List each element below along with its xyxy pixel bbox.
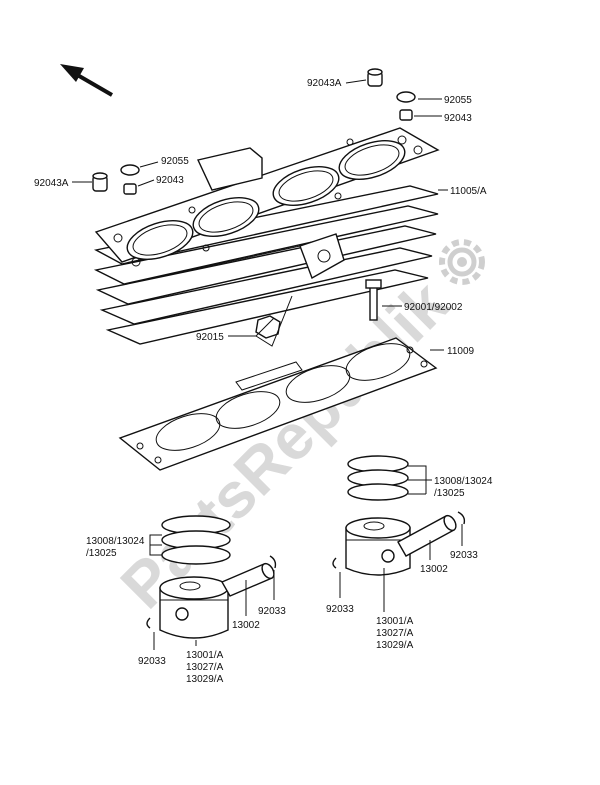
label-piston-right-3: 13029/A — [376, 640, 414, 651]
label-rings-left-2: /13025 — [86, 548, 117, 559]
label-92033-left-right: 92033 — [258, 606, 286, 617]
leader-lines — [72, 79, 463, 650]
label-piston-right-1: 13001/A — [376, 616, 414, 627]
label-11005A: 11005/A — [450, 186, 487, 197]
piston-right — [345, 517, 411, 576]
label-92033-right-left: 92033 — [326, 604, 354, 615]
label-92033-left-bottom: 92033 — [138, 656, 166, 667]
label-92043A-left: 92043A — [34, 178, 69, 189]
dowel-92043-top — [399, 109, 413, 121]
label-92033-right-top: 92033 — [450, 550, 478, 561]
circlip-right-b — [332, 557, 337, 569]
dowel-92043A-top — [367, 68, 383, 87]
circlip-left-a — [269, 555, 277, 569]
oring-92055-top — [396, 91, 416, 103]
piston-rings-right — [347, 455, 409, 501]
circlip-left-b — [146, 617, 151, 629]
label-92055-left: 92055 — [161, 156, 189, 167]
label-92015: 92015 — [196, 332, 224, 343]
piston-left — [159, 576, 229, 639]
bolt-92001 — [365, 279, 382, 321]
circlip-right-a — [457, 511, 466, 525]
label-92043-top: 92043 — [444, 113, 472, 124]
label-piston-left-2: 13027/A — [186, 662, 224, 673]
head-gasket-11009 — [118, 337, 438, 471]
nut-92015 — [255, 315, 281, 339]
label-rings-left-1: 13008/13024 — [86, 536, 145, 547]
arrow-up-left-icon — [60, 64, 114, 97]
label-92055-top: 92055 — [444, 95, 472, 106]
label-rings-right-2: /13025 — [434, 488, 465, 499]
label-13002-right: 13002 — [420, 564, 448, 575]
label-92001-92002: 92001/92002 — [404, 302, 463, 313]
label-rings-right-1: 13008/13024 — [434, 476, 493, 487]
label-piston-left-1: 13001/A — [186, 650, 224, 661]
gear-icon — [439, 239, 485, 285]
cylinder-block — [93, 127, 440, 345]
label-piston-left-3: 13029/A — [186, 674, 224, 685]
label-13002-left: 13002 — [232, 620, 260, 631]
oring-92055-left — [120, 164, 140, 176]
dowel-92043A-left — [92, 172, 108, 192]
label-11009: 11009 — [447, 346, 475, 357]
piston-pin-left — [221, 562, 275, 597]
piston-pin-right — [397, 514, 457, 557]
piston-rings-left — [161, 515, 231, 565]
label-piston-right-2: 13027/A — [376, 628, 414, 639]
label-92043A-top: 92043A — [307, 78, 342, 89]
dowel-92043-left — [123, 183, 137, 195]
label-92043-left: 92043 — [156, 175, 184, 186]
